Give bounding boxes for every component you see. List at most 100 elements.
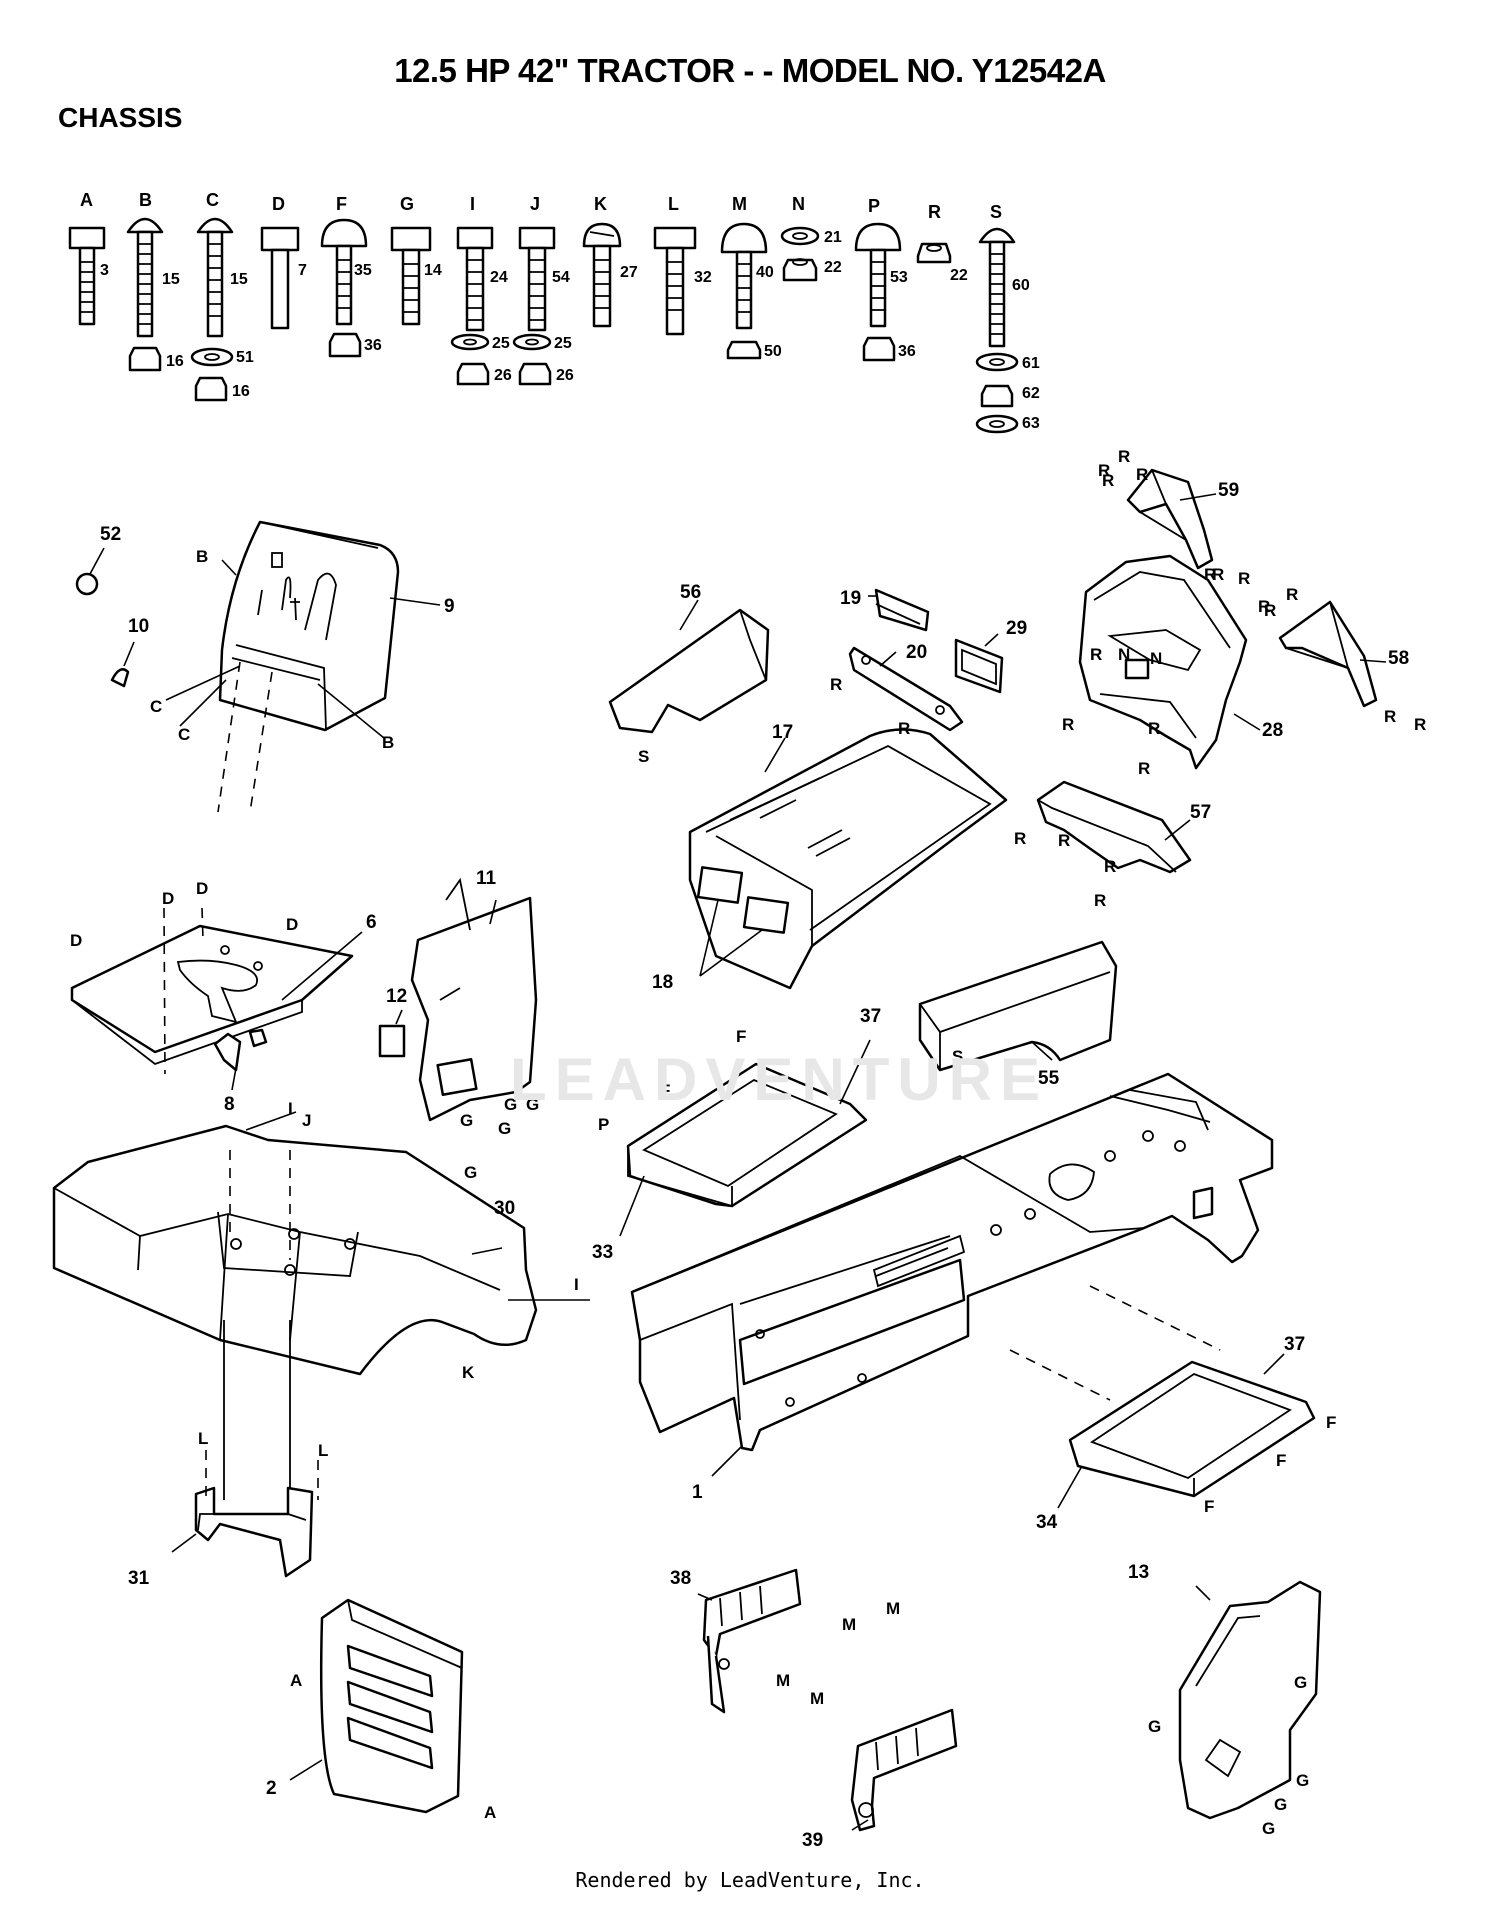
dash-panel-9 [165,520,441,813]
hw-letter: N [792,194,805,214]
part-callout: 33 [592,1242,613,1263]
ref-letter: R [1098,461,1110,480]
nut-n [782,258,818,282]
footrest-34 [1057,1353,1316,1509]
cap-52 [75,547,105,596]
reference-letter-labels: B C C B D D D D S R R R R R R R N N R R … [70,447,1426,1838]
hw-letter: I [470,194,475,214]
ref-letter: M [886,1599,900,1618]
ref-letter: M [810,1689,824,1708]
bracket-19 [868,588,930,632]
hw-number: 61 [1022,355,1040,372]
hood-17 [688,728,1008,990]
ref-letter: B [382,733,394,752]
ref-letter: R [1414,715,1426,734]
ref-letter: R [1148,719,1160,738]
hw-letter: G [400,194,414,214]
bracket-29 [954,633,1004,694]
ref-letter: R [1014,829,1026,848]
hw-number: 36 [898,343,916,360]
bolt-s [978,227,1016,348]
part-callout: 57 [1190,802,1211,823]
ref-letter: R [1258,597,1270,616]
section-title: CHASSIS [58,102,183,133]
hw-number: 51 [236,349,254,366]
hw-number: 22 [824,259,842,276]
ref-letter: G [1274,1795,1287,1814]
hw-number: 26 [556,367,574,384]
hw-number: 40 [756,264,774,281]
hw-number: 32 [694,269,712,286]
ref-letter: G [498,1119,511,1138]
part-callout: 37 [1284,1334,1305,1355]
ref-letter: R [898,719,910,738]
ref-letter: F [660,1081,670,1100]
ref-letter: F [1204,1497,1214,1516]
watermark-text: LEADVENTURE [510,1046,1049,1113]
washer-n [780,226,820,246]
part-callout: 31 [128,1568,150,1589]
part-callout: 29 [1006,618,1027,639]
hardware-letter-labels: A B C D F G I J K L M N P R S [80,190,1002,222]
ref-letter: G [1296,1771,1309,1790]
ref-letter: J [302,1111,311,1130]
ref-letter: G [1262,1819,1275,1838]
ref-letter: R [1058,831,1070,850]
part-callout: 9 [444,596,455,617]
bolt-a [68,226,106,326]
hw-number: 36 [364,337,382,354]
ref-letter: G [464,1163,477,1182]
frame-1 [630,1072,1274,1477]
hw-number: 21 [824,229,842,246]
hw-letter: S [990,202,1002,222]
hw-number: 60 [1012,277,1030,294]
hw-letter: R [928,202,941,222]
part-callout: 20 [906,642,927,663]
hw-number: 26 [494,367,512,384]
hw-letter: J [530,194,540,214]
bolt-l [653,226,697,336]
ref-letter: R [1204,565,1216,584]
ref-letter: P [598,1115,609,1134]
bolt-b [126,217,164,338]
ref-letter: S [638,747,649,766]
ref-letter: R [1094,891,1106,910]
part-callout: 11 [476,868,497,889]
hw-letter: C [206,190,219,210]
leader-37 [839,1039,871,1105]
bolt-i [456,226,494,332]
ref-letter: R [830,675,842,694]
hw-number: 16 [232,383,250,400]
bolt-j [518,226,556,332]
footrest-33 [619,1062,868,1237]
hw-number: 62 [1022,385,1040,402]
part-callout: 19 [840,588,861,609]
part-callout: 56 [680,582,701,603]
part-callout: 1 [692,1482,703,1503]
hw-number: 25 [554,335,572,352]
ref-letter: R [1138,759,1150,778]
hw-number: 22 [950,267,968,284]
ref-letter: R [1090,645,1102,664]
ref-letter: G [1148,1717,1161,1736]
part-callout: 52 [100,524,121,545]
clip-10 [110,641,135,688]
ref-letter: L [318,1441,328,1460]
ref-letter: S [952,1047,963,1066]
hw-letter: A [80,190,93,210]
ref-letter: M [842,1615,856,1634]
part-callout: 8 [224,1094,235,1115]
part-number-labels: 52 10 9 56 19 20 29 59 58 28 17 57 18 11… [100,480,1409,1851]
ref-letter: I [574,1275,579,1294]
hw-number: 3 [100,262,109,279]
part-callout: 10 [128,616,149,637]
ref-letter: R [1264,601,1276,620]
ref-letter: R [1286,585,1298,604]
part-callout: 30 [494,1198,515,1219]
hw-number: 7 [298,262,307,279]
ref-letter: N [1150,649,1162,668]
ref-letter: N [1118,645,1130,664]
part-callout: 58 [1388,648,1409,669]
fender-30 [52,1111,590,1376]
footer-credit: Rendered by LeadVenture, Inc. [575,1868,925,1892]
